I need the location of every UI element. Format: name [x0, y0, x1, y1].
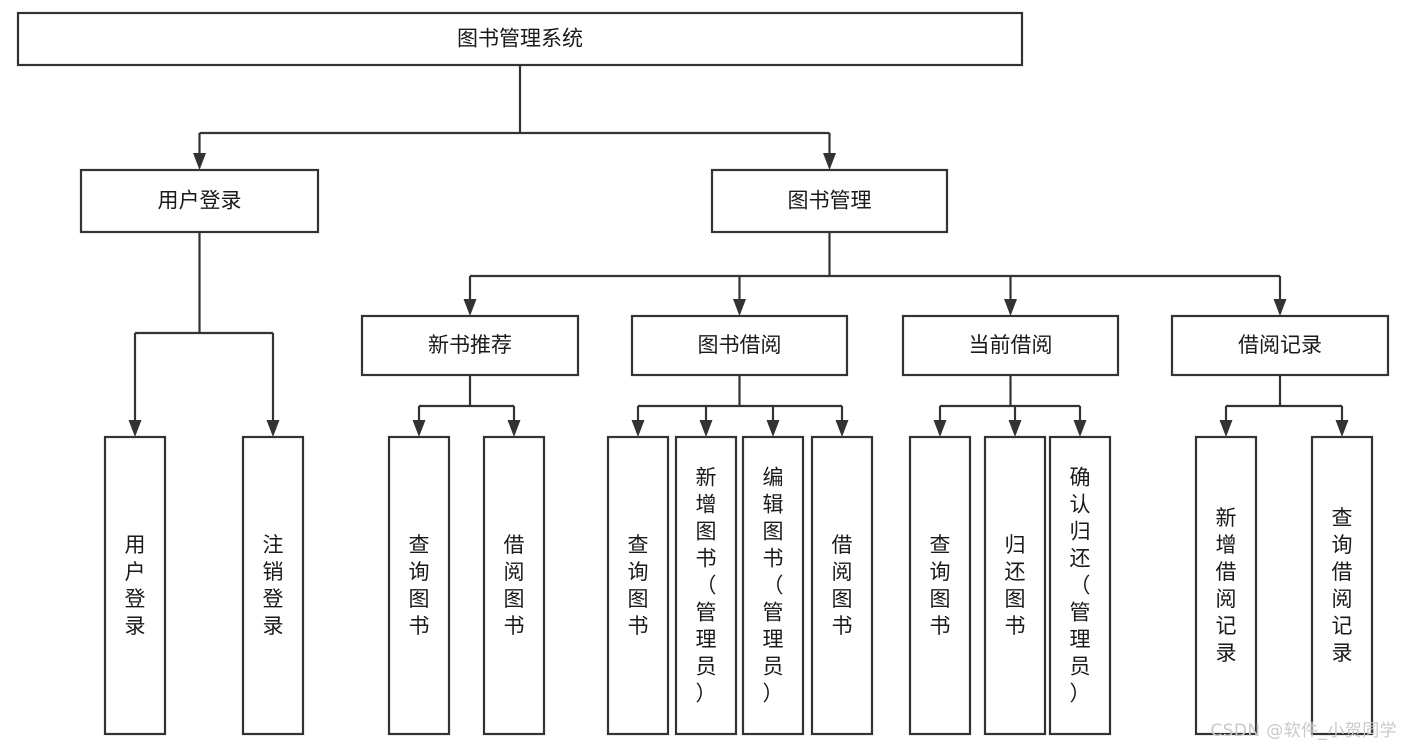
arrow-head-icon — [412, 420, 426, 437]
node-box — [79, 168, 320, 234]
arrow-head-icon — [1004, 299, 1017, 316]
node-leaf-rec-2[interactable]: 查询借阅记录 — [1310, 435, 1374, 736]
node-label: 借阅记录 — [1238, 334, 1322, 357]
node-label: 图书管理 — [788, 190, 872, 213]
node-box — [16, 11, 1024, 67]
connector-layer — [128, 65, 1349, 437]
connector-group-g-cur — [933, 375, 1087, 437]
node-label: 新书推荐 — [428, 334, 512, 357]
node-root[interactable]: 图书管理系统 — [16, 11, 1024, 67]
arrow-head-icon — [631, 420, 645, 437]
node-leaf-login-1[interactable]: 用户登录 — [103, 435, 167, 736]
arrow-head-icon — [1335, 420, 1349, 437]
node-leaf-login-2[interactable]: 注销登录 — [241, 435, 305, 736]
node-box — [741, 435, 805, 736]
node-box — [710, 168, 949, 234]
node-leaf-rec-1[interactable]: 新增借阅记录 — [1194, 435, 1258, 736]
node-box — [241, 435, 305, 736]
node-bookmgmt[interactable]: 图书管理 — [710, 168, 949, 234]
node-label: 确认归还（管理员） — [1070, 466, 1091, 705]
node-label: 图书借阅 — [698, 334, 782, 357]
arrow-head-icon — [933, 420, 947, 437]
node-box — [630, 314, 849, 377]
node-current[interactable]: 当前借阅 — [901, 314, 1120, 377]
node-box — [606, 435, 670, 736]
node-leaf-cur-2[interactable]: 归还图书 — [983, 435, 1047, 736]
node-box — [901, 314, 1120, 377]
node-box — [1170, 314, 1390, 377]
arrow-head-icon — [1273, 299, 1287, 316]
arrow-head-icon — [823, 153, 836, 170]
node-leaf-cur-1[interactable]: 查询图书 — [908, 435, 972, 736]
connector-group-g-rec — [1219, 375, 1349, 437]
node-borrow[interactable]: 图书借阅 — [630, 314, 849, 377]
node-label: 查询借阅记录 — [1332, 507, 1353, 665]
node-label: 编辑图书（管理员） — [763, 466, 784, 705]
arrow-head-icon — [507, 420, 521, 437]
arrow-head-icon — [835, 420, 849, 437]
arrow-head-icon — [1219, 420, 1233, 437]
connector-group-g-root — [193, 65, 836, 170]
node-label: 新增借阅记录 — [1216, 507, 1237, 665]
arrow-head-icon — [128, 420, 142, 437]
node-label: 用户登录 — [125, 534, 146, 638]
node-layer: 图书管理系统用户登录图书管理新书推荐图书借阅当前借阅借阅记录用户登录注销登录查询… — [16, 11, 1390, 736]
arrow-head-icon — [1008, 420, 1022, 437]
node-leaf-borrow-2[interactable]: 新增图书（管理员） — [674, 435, 738, 736]
node-box — [387, 435, 451, 736]
node-leaf-new-1[interactable]: 查询图书 — [387, 435, 451, 736]
node-box — [482, 435, 546, 736]
node-box — [1310, 435, 1374, 736]
node-newbook[interactable]: 新书推荐 — [360, 314, 580, 377]
node-leaf-borrow-3[interactable]: 编辑图书（管理员） — [741, 435, 805, 736]
node-label: 当前借阅 — [969, 334, 1053, 357]
node-label: 查询图书 — [628, 534, 649, 638]
node-label: 查询图书 — [409, 534, 430, 638]
node-leaf-cur-3[interactable]: 确认归还（管理员） — [1048, 435, 1112, 736]
node-label: 用户登录 — [158, 190, 242, 213]
connector-group-g-new — [412, 375, 521, 437]
node-leaf-new-2[interactable]: 借阅图书 — [482, 435, 546, 736]
node-leaf-borrow-4[interactable]: 借阅图书 — [810, 435, 874, 736]
node-box — [103, 435, 167, 736]
connector-group-g-borrow — [631, 375, 849, 437]
arrow-head-icon — [1073, 420, 1087, 437]
arrow-head-icon — [733, 299, 746, 316]
watermark-credit: CSDN @软件_小贺同学 — [1210, 721, 1397, 741]
arrow-head-icon — [766, 420, 780, 437]
node-box — [810, 435, 874, 736]
arrow-head-icon — [699, 420, 713, 437]
node-label: 新增图书（管理员） — [696, 466, 717, 705]
node-label: 图书管理系统 — [457, 28, 583, 51]
node-records[interactable]: 借阅记录 — [1170, 314, 1390, 377]
node-label: 归还图书 — [1005, 534, 1026, 638]
node-label: 借阅图书 — [832, 534, 853, 638]
node-box — [908, 435, 972, 736]
node-box — [360, 314, 580, 377]
node-box — [1048, 435, 1112, 736]
node-label: 查询图书 — [930, 534, 951, 638]
connector-group-g-login — [128, 232, 280, 437]
arrow-head-icon — [266, 420, 280, 437]
node-login[interactable]: 用户登录 — [79, 168, 320, 234]
arrow-head-icon — [463, 299, 477, 316]
node-leaf-borrow-1[interactable]: 查询图书 — [606, 435, 670, 736]
node-label: 注销登录 — [263, 534, 284, 638]
node-box — [1194, 435, 1258, 736]
connector-group-g-book — [463, 232, 1287, 316]
node-box — [983, 435, 1047, 736]
arrow-head-icon — [193, 153, 206, 170]
node-label: 借阅图书 — [504, 534, 525, 638]
node-box — [674, 435, 738, 736]
